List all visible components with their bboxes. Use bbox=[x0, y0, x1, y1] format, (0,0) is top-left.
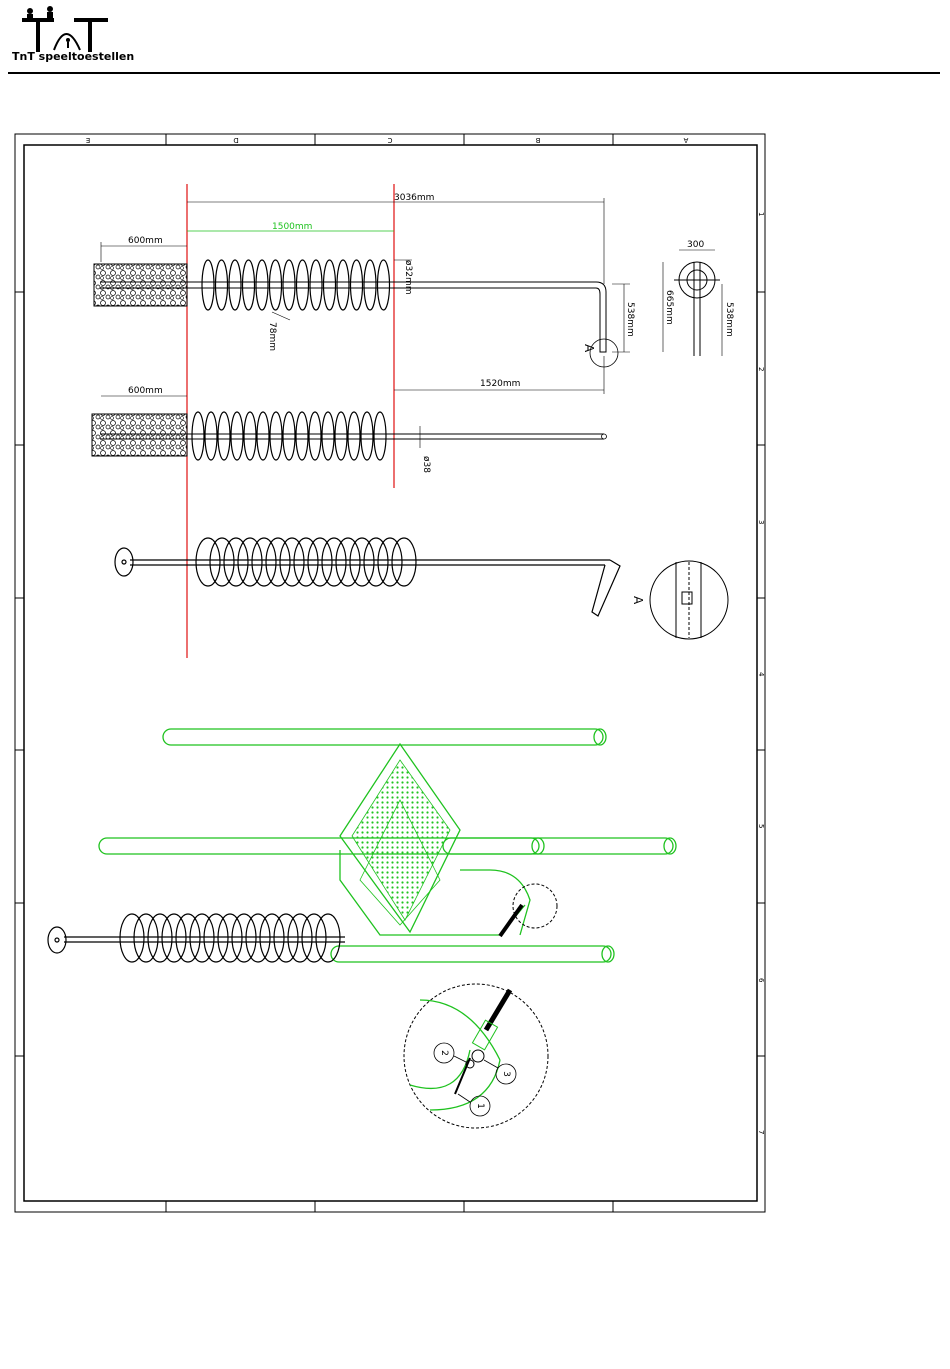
coil-perspective bbox=[280, 538, 304, 586]
callout-label-3: 3 bbox=[501, 1071, 511, 1077]
coil-assembly bbox=[232, 914, 256, 962]
dim-pitch: 78mm bbox=[267, 322, 277, 351]
col-label-b: B bbox=[535, 136, 540, 144]
dim-end-height-outer: 665mm bbox=[664, 290, 674, 325]
col-label-e: E bbox=[86, 136, 90, 144]
coil-assembly bbox=[274, 914, 298, 962]
coil-top bbox=[297, 260, 309, 310]
coil-side bbox=[322, 412, 334, 460]
assembly-spring bbox=[48, 927, 345, 953]
red-reference-lines bbox=[187, 184, 394, 658]
coil-assembly bbox=[246, 914, 270, 962]
coil-top bbox=[256, 260, 268, 310]
row-label-1: 1 bbox=[757, 212, 765, 216]
dim-height: 538mm bbox=[625, 302, 635, 337]
coil-top bbox=[229, 260, 241, 310]
coil-assembly bbox=[204, 914, 228, 962]
assembly-frame bbox=[99, 729, 676, 962]
coil-perspective bbox=[224, 538, 248, 586]
coil-side bbox=[192, 412, 204, 460]
coil-side bbox=[335, 412, 347, 460]
dim-ground-depth-mid: 600mm bbox=[128, 386, 163, 396]
coil-perspective bbox=[294, 538, 318, 586]
row-label-2: 2 bbox=[757, 367, 765, 371]
row-label-7: 7 bbox=[757, 1130, 765, 1134]
coil-side bbox=[231, 412, 243, 460]
dim-end-height-inner: 538mm bbox=[724, 302, 734, 337]
coil-top bbox=[324, 260, 336, 310]
coil-side bbox=[374, 412, 386, 460]
gravel-block-top bbox=[94, 264, 187, 306]
coil-side bbox=[296, 412, 308, 460]
dim-total-length: 3036mm bbox=[394, 193, 434, 203]
coil-top bbox=[310, 260, 322, 310]
coil-perspective bbox=[266, 538, 290, 586]
coil-top bbox=[364, 260, 376, 310]
coil-assembly bbox=[120, 914, 144, 962]
coil-top bbox=[216, 260, 228, 310]
callout-2 bbox=[434, 1043, 466, 1063]
row-label-5: 5 bbox=[757, 824, 765, 828]
coil-assembly bbox=[176, 914, 200, 962]
coil-assembly bbox=[302, 914, 326, 962]
coil-side bbox=[348, 412, 360, 460]
coil-assembly bbox=[134, 914, 158, 962]
coil-assembly bbox=[218, 914, 242, 962]
coil-side bbox=[218, 412, 230, 460]
coil-side bbox=[283, 412, 295, 460]
coil-perspective bbox=[196, 538, 220, 586]
col-label-a: A bbox=[683, 136, 688, 144]
coil-perspective bbox=[252, 538, 276, 586]
coil-perspective bbox=[210, 538, 234, 586]
col-label-c: C bbox=[387, 136, 392, 144]
coil-side bbox=[205, 412, 217, 460]
coil-top bbox=[337, 260, 349, 310]
coil-assembly bbox=[148, 914, 172, 962]
coil-top bbox=[283, 260, 295, 310]
detail-view-a bbox=[650, 561, 728, 639]
row-label-4: 4 bbox=[757, 672, 765, 677]
coil-perspective bbox=[322, 538, 346, 586]
coil-top bbox=[202, 260, 214, 310]
dim-straight-length: 1520mm bbox=[480, 379, 520, 389]
row-label-3: 3 bbox=[757, 520, 765, 524]
coil-assembly bbox=[190, 914, 214, 962]
coil-perspective bbox=[392, 538, 416, 586]
coil-side bbox=[244, 412, 256, 460]
detail-label-a-ref: A bbox=[631, 596, 645, 605]
coil-top bbox=[243, 260, 255, 310]
coil-assembly bbox=[162, 914, 186, 962]
callout-label-2: 2 bbox=[439, 1050, 449, 1056]
coil-perspective bbox=[378, 538, 402, 586]
dim-end-width: 300 bbox=[687, 240, 704, 250]
coil-top bbox=[351, 260, 363, 310]
coil-perspective bbox=[364, 538, 388, 586]
coil-assembly bbox=[260, 914, 284, 962]
coil-side bbox=[270, 412, 282, 460]
perspective-spring bbox=[115, 548, 620, 616]
dim-rod-dia: ø38 bbox=[421, 456, 431, 473]
coil-assembly bbox=[316, 914, 340, 962]
coil-side bbox=[257, 412, 269, 460]
gravel-block-mid bbox=[92, 414, 187, 456]
dim-ground-depth-top: 600mm bbox=[128, 236, 163, 246]
coil-perspective bbox=[238, 538, 262, 586]
coil-perspective bbox=[336, 538, 360, 586]
detail-label-a: A bbox=[582, 344, 596, 353]
dim-coil-length: 1500mm bbox=[272, 222, 312, 232]
col-label-d: D bbox=[233, 136, 238, 144]
coil-perspective bbox=[350, 538, 374, 586]
coil-assembly bbox=[288, 914, 312, 962]
coil-perspective bbox=[308, 538, 332, 586]
dim-coil-tube: ø32mm bbox=[403, 260, 413, 295]
coil-side bbox=[361, 412, 373, 460]
coil-top bbox=[378, 260, 390, 310]
coil-side bbox=[309, 412, 321, 460]
callout-label-1: 1 bbox=[475, 1103, 485, 1109]
coil-top bbox=[270, 260, 282, 310]
row-label-6: 6 bbox=[757, 978, 765, 983]
